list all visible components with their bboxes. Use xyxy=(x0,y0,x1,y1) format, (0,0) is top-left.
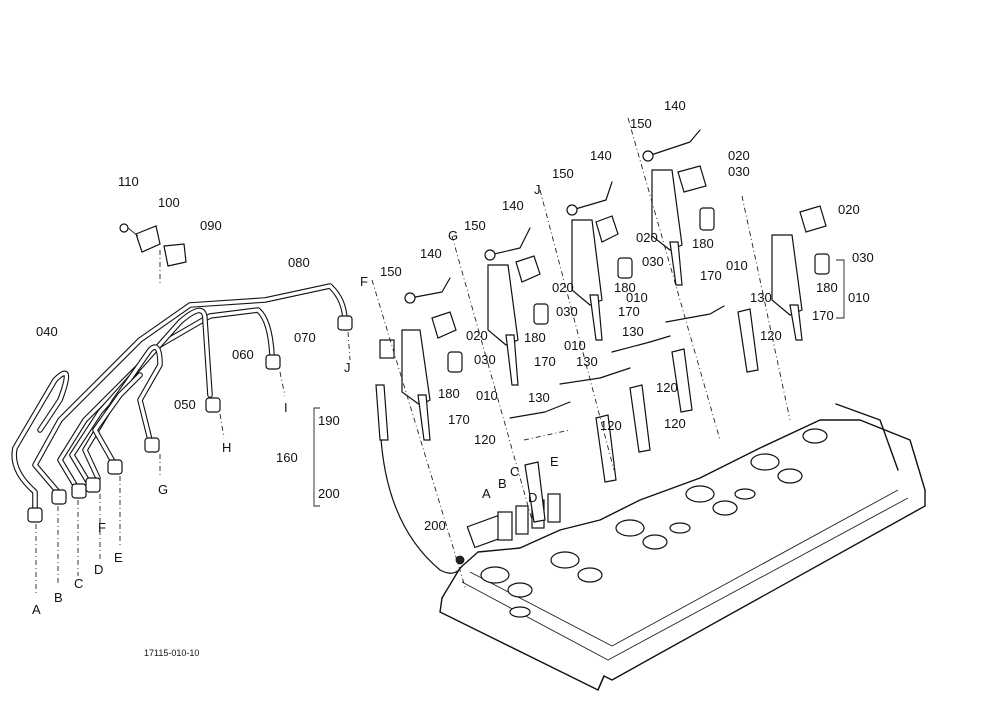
callout-060: 060 xyxy=(232,347,254,362)
callout-120-a: 120 xyxy=(760,328,782,343)
callout-180-c: 180 xyxy=(524,330,546,345)
center-lines xyxy=(371,117,791,591)
callout-110: 110 xyxy=(118,174,139,189)
callout-190: 190 xyxy=(318,413,340,428)
callout-160: 160 xyxy=(276,450,298,465)
callout-150-c: 150 xyxy=(552,166,574,181)
callout-010-d: 010 xyxy=(476,388,498,403)
callout-070: 070 xyxy=(294,330,316,345)
callout-180-d: 180 xyxy=(438,386,460,401)
callout-170-d: 170 xyxy=(448,412,470,427)
callout-170-b: 170 xyxy=(618,304,640,319)
callout-150-d: 150 xyxy=(630,116,652,131)
callout-180-a: 180 xyxy=(692,236,714,251)
connection-letters: A B C D E F G H I J F G J A B C D E xyxy=(32,182,559,617)
callout-140-b: 140 xyxy=(502,198,524,213)
nozzle-holder-assemblies xyxy=(379,129,830,441)
callout-170-c: 170 xyxy=(534,354,556,369)
callout-020-e: 020 xyxy=(838,202,860,217)
letter-a-right: A xyxy=(482,486,491,501)
letter-j-right: J xyxy=(534,182,541,197)
callout-180-b: 180 xyxy=(614,280,636,295)
callout-130-a: 130 xyxy=(750,290,772,305)
callout-170-a: 170 xyxy=(700,268,722,283)
letter-g-left: G xyxy=(158,482,168,497)
injection-pipe-bundle xyxy=(11,283,353,596)
callout-100: 100 xyxy=(158,195,180,210)
letter-c-left: C xyxy=(74,576,83,591)
head-bosses xyxy=(480,428,828,618)
callout-080: 080 xyxy=(288,255,310,270)
letter-f-left: F xyxy=(98,520,106,535)
callout-150-b: 150 xyxy=(464,218,486,233)
callout-120-e: 120 xyxy=(474,432,496,447)
callout-020-b: 020 xyxy=(636,230,658,245)
pipe-nuts xyxy=(27,315,353,523)
letter-d-left: D xyxy=(94,562,103,577)
callout-040: 040 xyxy=(36,324,58,339)
callout-130-b: 130 xyxy=(622,324,644,339)
callout-130-d: 130 xyxy=(528,390,550,405)
callout-130-c: 130 xyxy=(576,354,598,369)
callout-020-a: 020 xyxy=(728,148,750,163)
letter-f-right: F xyxy=(360,274,368,289)
letter-d-right: D xyxy=(528,490,537,505)
letter-j-left: J xyxy=(344,360,351,375)
callout-010-b: 010 xyxy=(626,290,648,305)
injection-pump-outlets xyxy=(455,493,561,565)
callout-140-a: 140 xyxy=(420,246,442,261)
callout-020-c: 020 xyxy=(552,280,574,295)
pipe-clamp-assembly xyxy=(119,223,187,286)
letter-b-left: B xyxy=(54,590,63,605)
letter-c-right: C xyxy=(510,464,519,479)
callout-150-a: 150 xyxy=(380,264,402,279)
callout-030-d: 030 xyxy=(474,352,496,367)
letter-a-left: A xyxy=(32,602,41,617)
callout-030-c: 030 xyxy=(556,304,578,319)
glow-plugs-and-leads xyxy=(375,305,759,574)
callout-010-a: 010 xyxy=(726,258,748,273)
letter-e-right: E xyxy=(550,454,559,469)
callout-200: 200 xyxy=(424,518,446,533)
callout-140-d: 140 xyxy=(664,98,686,113)
cylinder-head-block xyxy=(439,403,926,691)
callout-170-e: 170 xyxy=(812,308,834,323)
letter-b-right: B xyxy=(498,476,507,491)
callout-labels: 110 100 090 080 040 070 060 050 190 160 … xyxy=(36,98,874,533)
callout-030-a: 030 xyxy=(728,164,750,179)
callout-120-c: 120 xyxy=(664,416,686,431)
group-brackets xyxy=(313,259,845,507)
callout-010-e: 010 xyxy=(848,290,870,305)
letter-i: I xyxy=(284,400,288,415)
letter-h: H xyxy=(222,440,231,455)
drawing-code: 17115-010-10 xyxy=(144,648,199,658)
callout-050: 050 xyxy=(174,397,196,412)
callout-010-c: 010 xyxy=(564,338,586,353)
callout-120-b: 120 xyxy=(656,380,678,395)
callout-030-b: 030 xyxy=(642,254,664,269)
letter-g-right: G xyxy=(448,228,458,243)
callout-030-e: 030 xyxy=(852,250,874,265)
callout-200-top: 200 xyxy=(318,486,340,501)
callout-120-d: 120 xyxy=(600,418,622,433)
callout-180-e: 180 xyxy=(816,280,838,295)
callout-090: 090 xyxy=(200,218,222,233)
letter-e-left: E xyxy=(114,550,123,565)
callout-020-d: 020 xyxy=(466,328,488,343)
callout-140-c: 140 xyxy=(590,148,612,163)
